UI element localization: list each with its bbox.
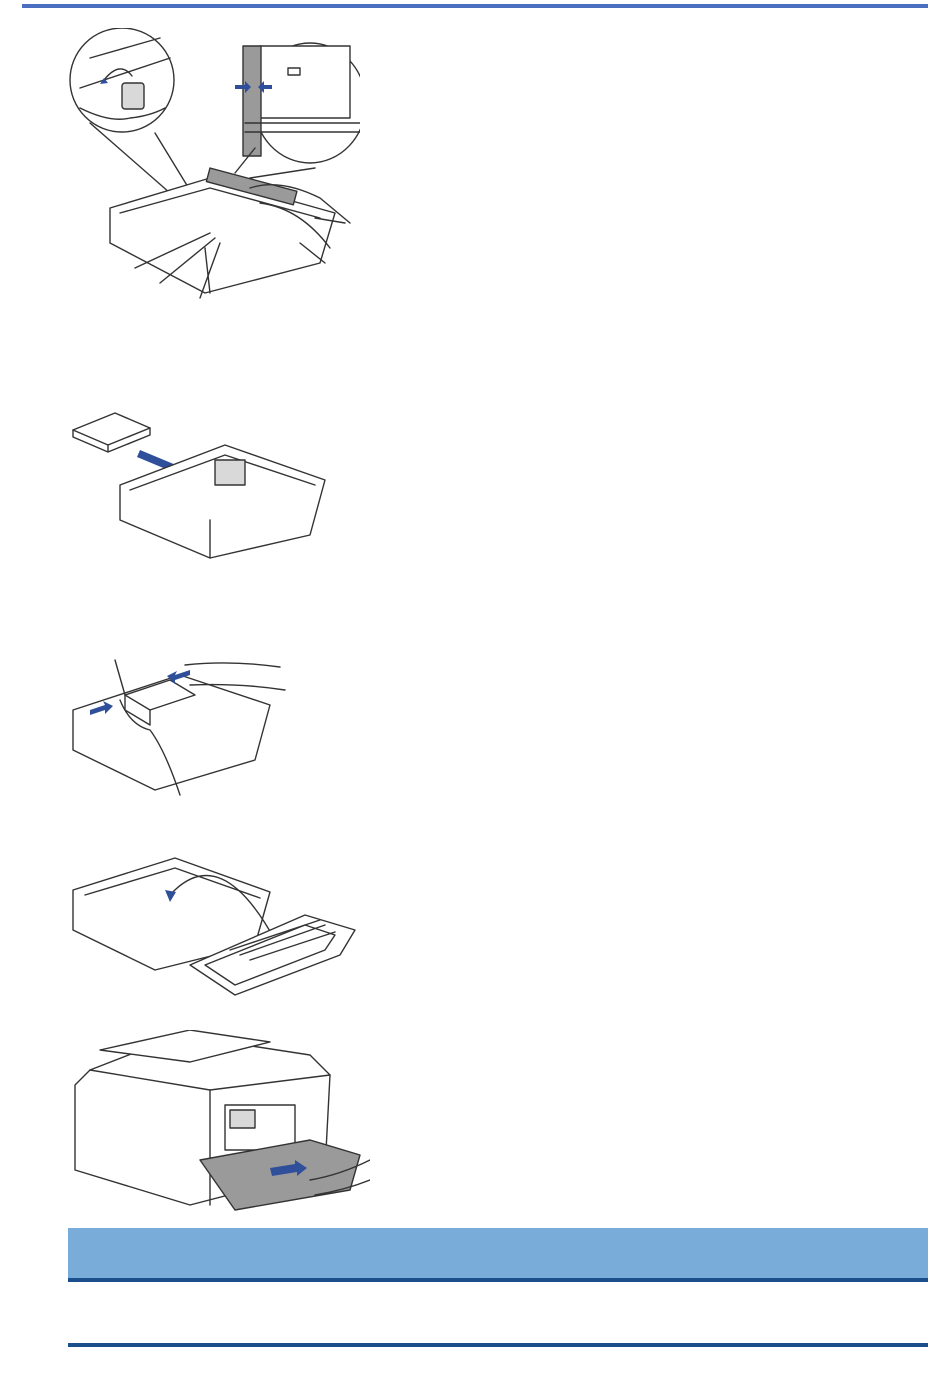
zoom-circle-lever xyxy=(70,28,174,132)
related-information-band xyxy=(68,1228,928,1278)
side-guides-illustration xyxy=(70,655,290,805)
related-body xyxy=(68,1295,928,1335)
load-paper-illustration xyxy=(70,410,330,560)
output-cover-illustration xyxy=(70,850,360,1000)
figure-adjust-side-guides xyxy=(70,655,290,805)
paper-guides-illustration xyxy=(60,28,360,303)
related-rule xyxy=(68,1278,928,1282)
top-rule xyxy=(22,4,928,8)
paper-tray-icon xyxy=(110,178,335,293)
bottom-rule xyxy=(68,1343,928,1347)
figure-paper-guides-adjust xyxy=(60,28,360,303)
insert-tray-illustration xyxy=(70,1030,370,1220)
touchscreen-icon xyxy=(230,1110,255,1128)
lever-icon xyxy=(122,83,144,109)
guide-slider-icon xyxy=(243,46,261,156)
figure-close-output-cover xyxy=(70,850,360,1000)
figure-load-paper-stack xyxy=(70,410,330,560)
figure-insert-tray xyxy=(70,1030,370,1220)
